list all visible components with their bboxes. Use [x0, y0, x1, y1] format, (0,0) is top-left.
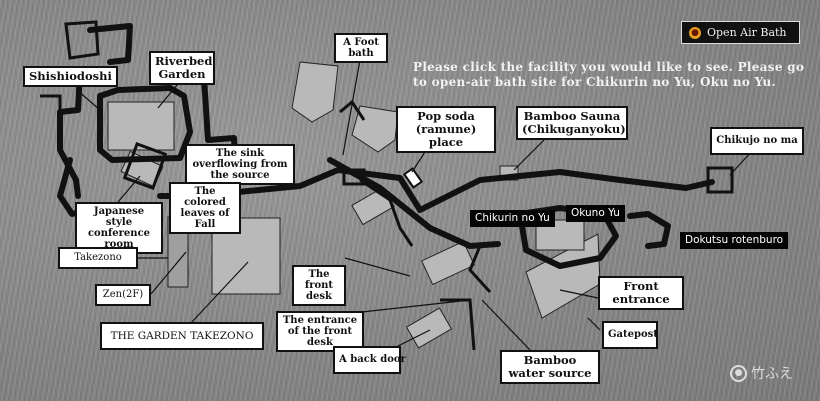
label-chikurin-no-yu[interactable]: Chikurin no Yu [470, 210, 555, 227]
back-door-building[interactable] [405, 307, 453, 349]
label-back-door[interactable]: A back door [333, 346, 406, 374]
label-gatepost[interactable]: Gatepost [602, 321, 658, 349]
label-riverbed-garden[interactable]: Riverbed Garden [149, 51, 215, 85]
front-desk-building[interactable] [420, 240, 476, 286]
pop-soda-marker[interactable] [402, 167, 424, 189]
label-takezono[interactable]: Takezono [58, 247, 138, 269]
label-bamboo-water-source[interactable]: Bamboo water source [500, 350, 600, 384]
open-air-bath-label: Open Air Bath [707, 26, 787, 39]
label-front-entrance[interactable]: Front entrance [598, 276, 684, 310]
instructions-text: Please click the facility you would like… [413, 60, 805, 89]
open-air-bath-button[interactable]: ● Open Air Bath [681, 21, 800, 44]
label-entrance-front-desk[interactable]: The entrance of the front desk [276, 311, 364, 352]
takefue-logo-icon: ● [730, 364, 747, 382]
label-garden-takezono[interactable]: THE GARDEN TAKEZONO [100, 322, 264, 350]
takefue-logo: ● 竹ふえ [730, 363, 793, 383]
label-front-desk[interactable]: The front desk [292, 265, 346, 306]
label-sink-overflowing[interactable]: The sink overflowing from the source [185, 144, 295, 185]
label-zen-2f[interactable]: Zen(2F) [95, 284, 151, 306]
label-dokutsu-rotenburo[interactable]: Dokutsu rotenburo [680, 232, 789, 249]
label-bamboo-sauna[interactable]: Bamboo Sauna (Chikuganyoku) [516, 106, 628, 140]
flame-icon: ● [689, 26, 701, 39]
label-colored-leaves[interactable]: The colored leaves of Fall [169, 182, 241, 234]
label-japanese-conference[interactable]: Japanese style conference room [75, 202, 163, 254]
label-shishiodoshi[interactable]: Shishiodoshi [23, 66, 118, 87]
label-chikujo-no-ma[interactable]: Chikujo no ma [710, 127, 804, 155]
foot-bath-area[interactable] [291, 61, 339, 123]
label-foot-bath[interactable]: A Foot bath [334, 33, 388, 63]
label-okuno-yu[interactable]: Okuno Yu [566, 205, 625, 222]
riverbed-garden-area[interactable] [107, 101, 175, 151]
label-pop-soda[interactable]: Pop soda (ramune) place [396, 106, 496, 153]
logo-text: 竹ふえ [751, 366, 793, 382]
